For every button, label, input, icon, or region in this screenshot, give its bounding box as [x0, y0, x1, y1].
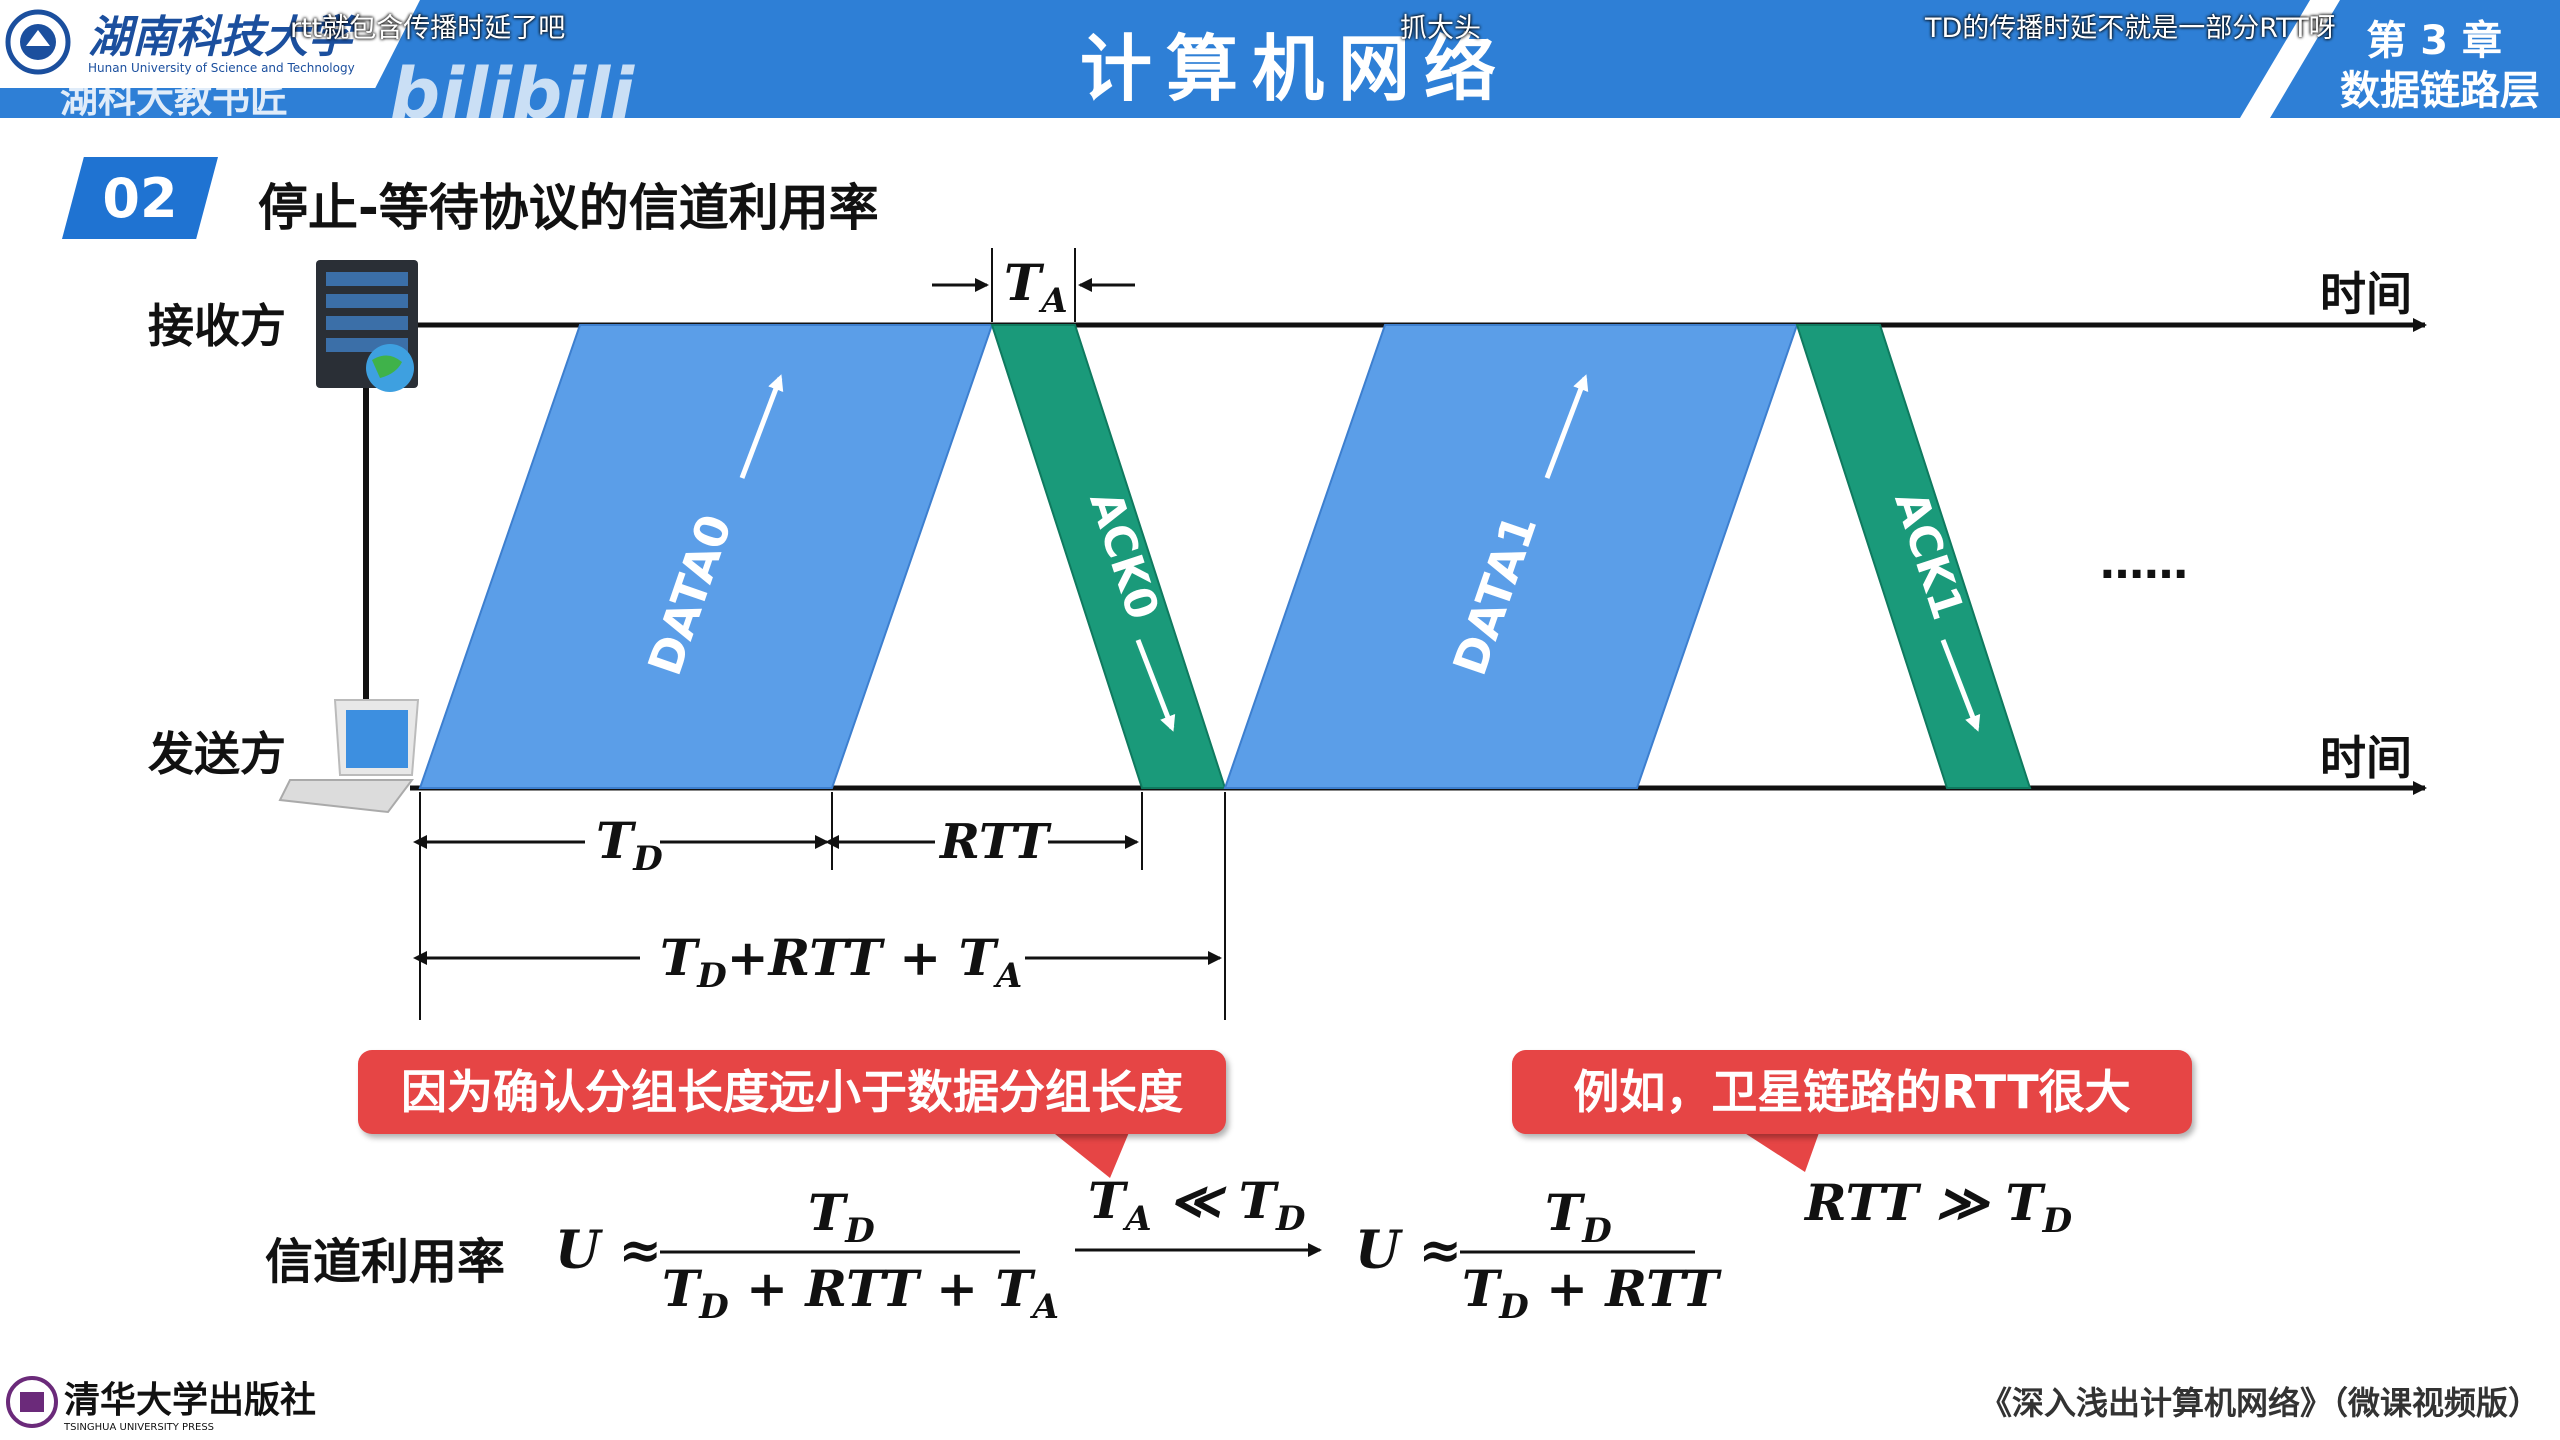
callout2-tail — [1740, 1130, 1820, 1172]
ack1-frame — [1795, 324, 2032, 789]
university-name: 湖南科技大学 — [88, 12, 358, 63]
condition2: RTT ≫ TD — [1803, 1173, 2073, 1241]
rtt-label: RTT — [938, 814, 1052, 870]
laptop-icon — [278, 699, 420, 814]
section-number-badge: 02 — [62, 157, 218, 239]
condition1: TA ≪ TD — [1088, 1171, 1306, 1239]
sender-label: 发送方 — [148, 727, 286, 781]
section-title: 停止-等待协议的信道利用率 — [258, 179, 879, 237]
chapter-title: 数据链路层 — [2340, 68, 2540, 114]
sender-time-label: 时间 — [2320, 731, 2412, 785]
bilibili-logo: bilibili — [390, 53, 635, 135]
course-title: 计算机网络 — [1080, 27, 1511, 111]
ack1-arrow — [1940, 639, 1981, 732]
header-bar — [0, 0, 2560, 118]
total-label: TD+RTT + TA — [660, 928, 1022, 996]
callout1-tail — [1050, 1130, 1130, 1178]
ta-label: TA — [1004, 253, 1068, 321]
server-icon — [316, 260, 418, 392]
publisher-name-en: TSINGHUA UNIVERSITY PRESS — [63, 1422, 214, 1433]
university-name-en: Hunan University of Science and Technolo… — [88, 61, 355, 75]
danmaku-comment-2: 抓大头 — [1400, 13, 1481, 44]
u1-numerator: TD — [808, 1183, 875, 1251]
u2-symbol: U ≈ — [1355, 1220, 1462, 1281]
publisher-emblem-icon — [6, 1376, 58, 1428]
university-emblem-icon — [5, 9, 71, 75]
u1-symbol: U ≈ — [555, 1220, 662, 1281]
danmaku-comment-1: rtt就包含传播时延了吧 — [290, 13, 566, 44]
ellipsis: …… — [2100, 538, 2188, 589]
book-title: 《深入浅出计算机网络》（微课视频版） — [1979, 1384, 2540, 1422]
u2-numerator: TD — [1545, 1183, 1612, 1251]
receiver-label: 接收方 — [148, 299, 286, 353]
chapter-number: 第 3 章 — [2366, 18, 2502, 64]
utilization-label: 信道利用率 — [265, 1234, 506, 1290]
ack0-arrow — [1135, 639, 1176, 732]
callout-ack-short: 因为确认分组长度远小于数据分组长度 — [358, 1050, 1226, 1134]
receiver-time-label: 时间 — [2320, 267, 2412, 321]
channel-watermark: 湖科大教书匠 — [60, 77, 288, 121]
td-label: TD — [596, 811, 663, 879]
u2-denominator: TD + RTT — [1462, 1259, 1723, 1327]
danmaku-comment-3: TD的传播时延不就是一部分RTT呀 — [1925, 13, 2336, 44]
data0-arrow — [739, 374, 784, 479]
publisher-name: 清华大学出版社 — [64, 1379, 316, 1421]
u1-denominator: TD + RTT + TA — [662, 1259, 1059, 1327]
data1-arrow — [1544, 374, 1589, 479]
callout-satellite-rtt: 例如，卫星链路的RTT很大 — [1512, 1050, 2192, 1134]
